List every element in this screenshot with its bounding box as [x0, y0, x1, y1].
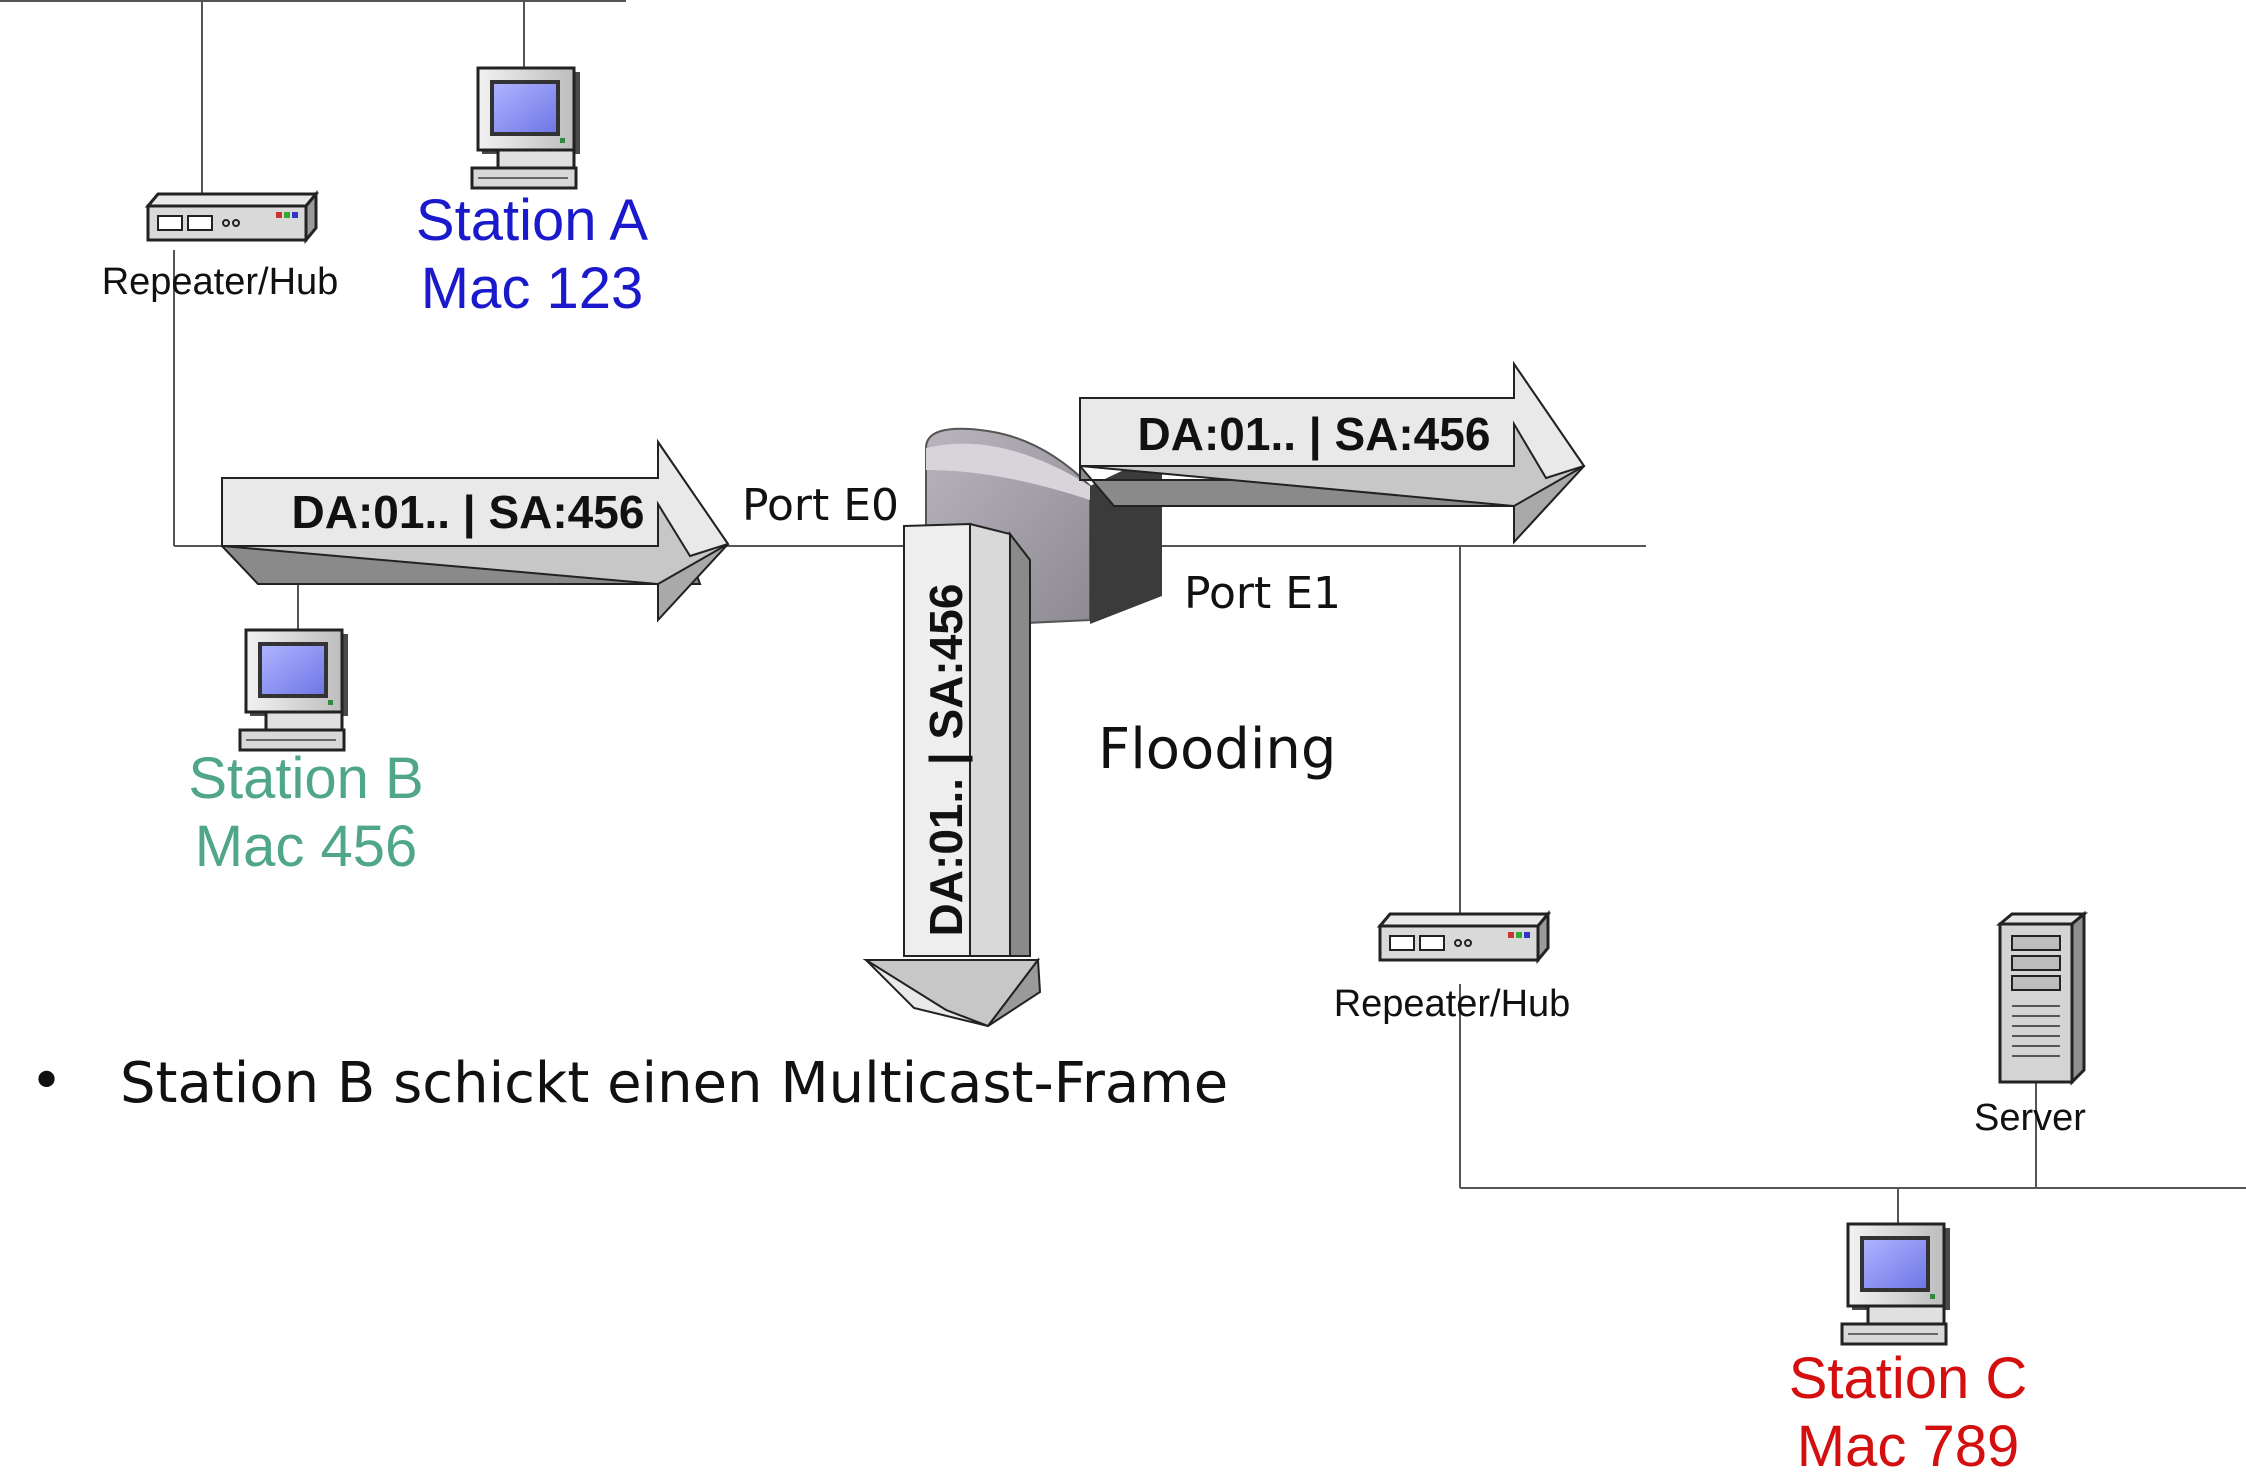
station-b-mac: Mac 456 [195, 814, 417, 879]
repeater-hub-icon [1378, 912, 1550, 962]
flooding-label: Flooding [1098, 717, 1336, 782]
workstation-icon [1840, 1222, 1952, 1346]
server-label: Server [1974, 1097, 2086, 1139]
server-icon [1998, 912, 2086, 1084]
port-e1-label: Port E1 [1184, 568, 1341, 619]
station-b-name: Station B [188, 746, 423, 811]
frame-arrow-out-e1 [1079, 360, 1586, 545]
bullet-marker: • [30, 1049, 63, 1114]
station-c-name: Station C [1789, 1346, 2028, 1411]
workstation-icon [238, 628, 350, 752]
frame-label-out-down: DA:01.. | SA:456 [920, 584, 972, 937]
repeater-hub-icon [146, 192, 318, 242]
network-cabling [0, 0, 2246, 1226]
port-e0-label: Port E0 [742, 480, 899, 531]
bullet-text: Station B schickt einen Multicast-Frame [120, 1051, 1228, 1116]
frame-label-incoming: DA:01.. | SA:456 [292, 486, 645, 538]
frame-label-out-e1: DA:01.. | SA:456 [1138, 408, 1491, 460]
hub-bottom-label: Repeater/Hub [1334, 983, 1571, 1025]
station-c-mac: Mac 789 [1797, 1414, 2019, 1479]
station-a-mac: Mac 123 [421, 256, 643, 321]
hub-top-label: Repeater/Hub [102, 261, 339, 303]
frame-arrow-incoming [221, 438, 730, 623]
station-a-name: Station A [416, 188, 648, 253]
frame-arrow-out-down [862, 522, 1042, 1028]
workstation-icon [470, 66, 582, 190]
